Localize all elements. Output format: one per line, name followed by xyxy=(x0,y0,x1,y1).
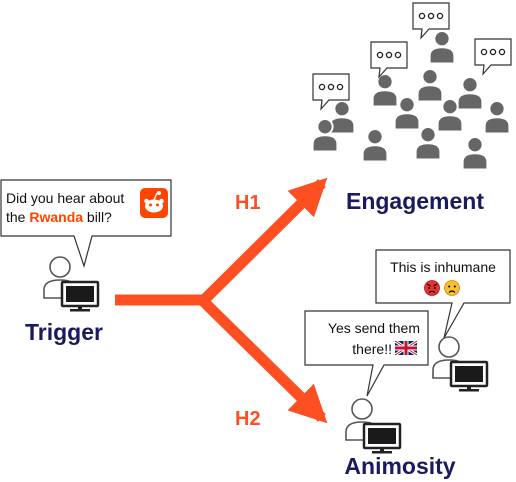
engagement-label: Engagement xyxy=(346,188,484,214)
angry-face-icon xyxy=(424,280,440,296)
h1-arrow xyxy=(196,177,328,308)
reply-user-icon-2 xyxy=(345,398,402,454)
reply-bubble-1: This is inhumane xyxy=(375,249,511,339)
comment-bubble-icon xyxy=(474,38,512,75)
trigger-label: Trigger xyxy=(25,319,103,345)
branching-arrow xyxy=(115,177,328,424)
uk-flag-icon xyxy=(394,339,418,357)
trigger-bubble: Did you hear about the Rwanda bill? xyxy=(0,179,172,269)
reply-bubble-1-text: This is inhumane xyxy=(390,259,496,275)
reply-bubble-2-line1: Yes send them xyxy=(328,320,420,336)
animosity-label: Animosity xyxy=(344,453,455,479)
comment-bubble-icon xyxy=(370,41,408,78)
reply-bubble-2-line2: there!! xyxy=(352,341,392,357)
h1-label: H1 xyxy=(235,192,261,214)
reddit-logo-icon xyxy=(140,188,168,218)
trigger-bubble-line2: the Rwanda bill? xyxy=(6,209,112,225)
trigger-user-icon xyxy=(43,256,100,312)
reply-bubble-2: Yes send them there!! xyxy=(304,310,429,397)
h2-label: H2 xyxy=(235,408,261,430)
trigger-bubble-line1: Did you hear about xyxy=(6,190,124,206)
comment-bubbles xyxy=(312,2,512,110)
reply-user-icon-1 xyxy=(432,336,489,392)
h2-arrow xyxy=(196,294,328,424)
sad-face-icon xyxy=(444,280,460,296)
